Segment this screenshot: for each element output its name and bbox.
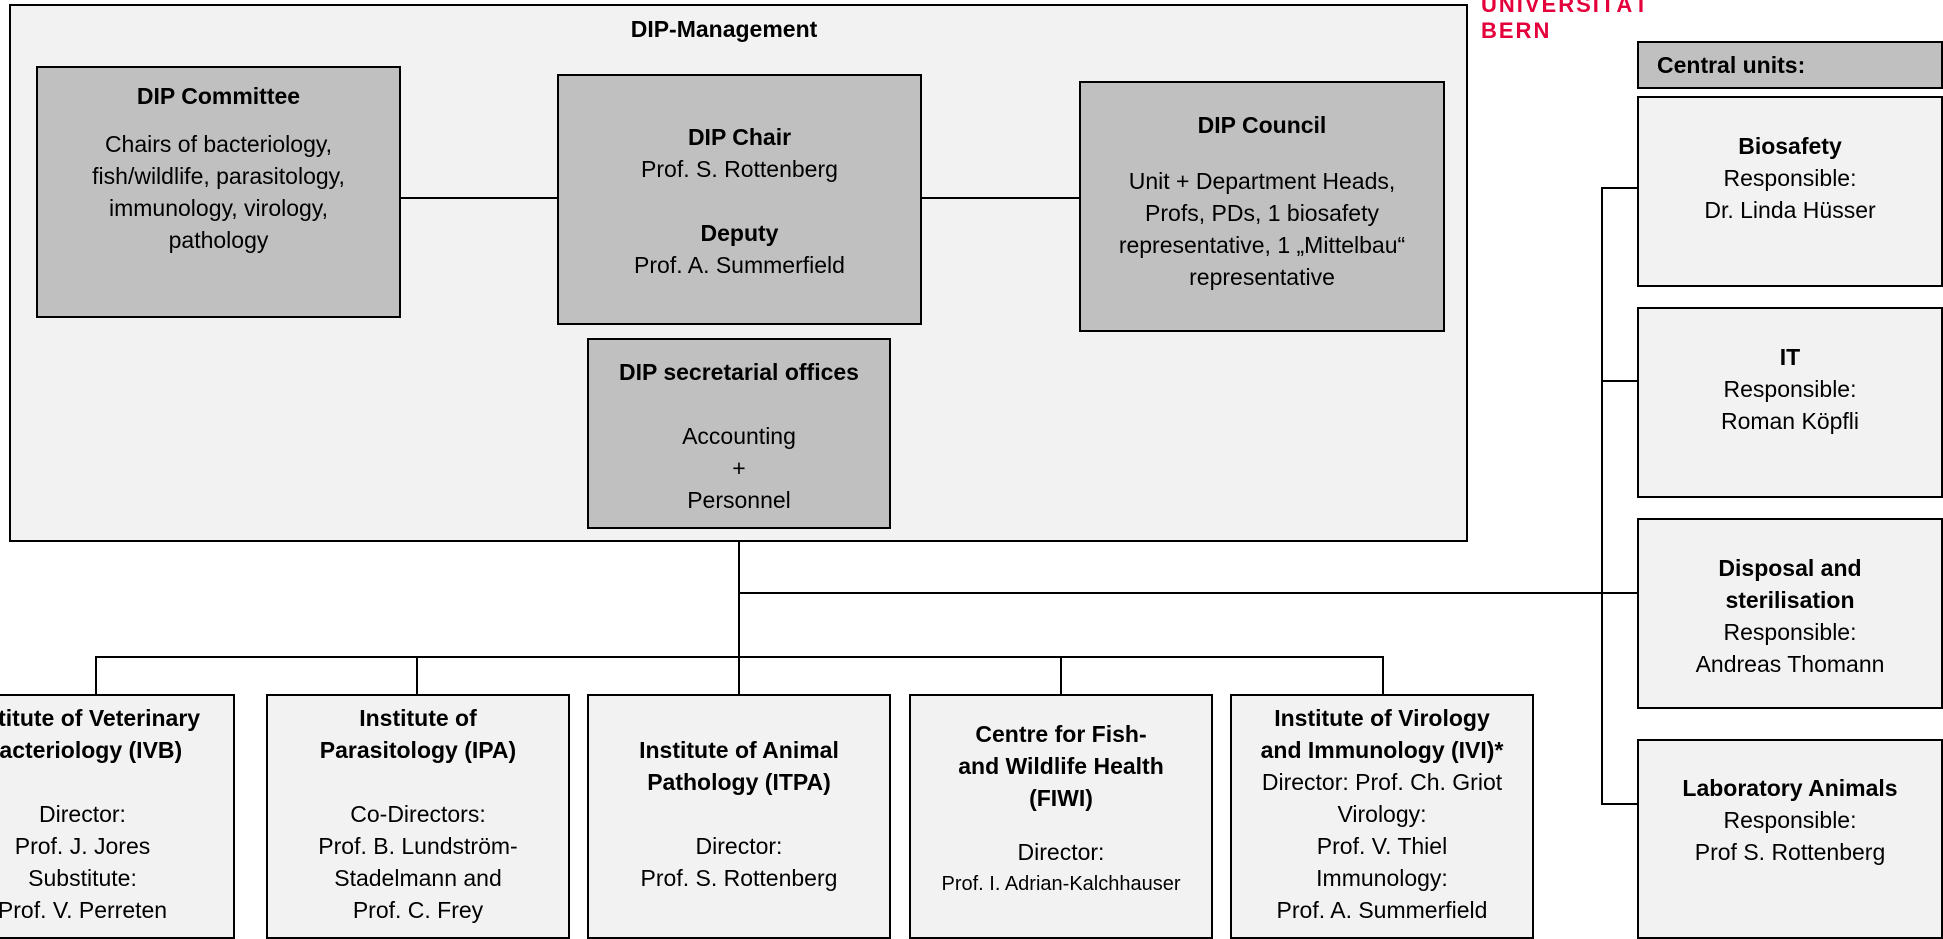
ipa-title-line-2: Parasitology (IPA): [319, 737, 517, 763]
ivb-line-2: Prof. J. Jores: [14, 833, 151, 859]
biosafety-person: Dr. Linda Hüsser: [1704, 197, 1876, 223]
connector-institute-ivi: [1382, 656, 1384, 695]
biosafety-label: Responsible:: [1723, 165, 1857, 191]
connector-institute-itpa: [738, 656, 740, 695]
ivi-line-1: Director: Prof. Ch. Griot: [1261, 769, 1503, 795]
ivb-line-3: Substitute:: [28, 865, 137, 891]
ivi-title-line-1: Institute of Virology: [1274, 705, 1490, 731]
central-unit-laboratory-animals: Laboratory Animals Responsible: Prof S. …: [1637, 739, 1943, 939]
ivb-title-line-1: Institute of Veterinary: [0, 705, 201, 731]
disposal-label: Responsible:: [1723, 619, 1857, 645]
connector-chair-council: [920, 197, 1080, 199]
connector-central-vertical: [1601, 187, 1603, 804]
connector-central-laboratory-animals: [1601, 803, 1638, 805]
connector-institute-ivb: [95, 656, 97, 695]
secretariat-line-3: Personnel: [687, 487, 791, 513]
itpa-line-2: Prof. S. Rottenberg: [640, 865, 838, 891]
secretariat-line-2: +: [732, 455, 746, 481]
connector-trunk: [738, 541, 740, 694]
deputy-name: Prof. A. Summerfield: [634, 252, 845, 278]
it-person: Roman Köpfli: [1720, 408, 1860, 434]
ivi-line-5: Prof. A. Summerfield: [1276, 897, 1488, 923]
ipa-line-4: Prof. C. Frey: [352, 897, 484, 923]
ivb-line-4: Prof. V. Perreten: [0, 897, 168, 923]
connector-committee-chair: [400, 197, 558, 199]
university-logo: UNIVERSITÄT BERN: [1481, 0, 1650, 44]
fiwi-title-line-1: Centre for Fish-: [975, 721, 1147, 747]
ipa-title-line-1: Institute of: [359, 705, 477, 731]
secretariat-box: DIP secretarial offices Accounting + Per…: [587, 338, 891, 529]
committee-title: DIP Committee: [136, 83, 301, 109]
deputy-title: Deputy: [700, 220, 779, 246]
ivi-line-4: Immunology:: [1316, 865, 1448, 891]
secretariat-line-1: Accounting: [682, 423, 796, 449]
fiwi-title-line-2: and Wildlife Health: [958, 753, 1164, 779]
logo-line-2: BERN: [1481, 18, 1552, 43]
ivb-line-1: Director:: [39, 801, 126, 827]
institute-fiwi: Centre for Fish- and Wildlife Health (FI…: [909, 694, 1213, 939]
institute-itpa: Institute of Animal Pathology (ITPA) Dir…: [587, 694, 891, 939]
central-unit-disposal: Disposal and sterilisation Responsible: …: [1637, 518, 1943, 709]
chair-title: DIP Chair: [687, 124, 792, 150]
ivb-title-line-2: Bacteriology (IVB): [0, 737, 183, 763]
ivi-title-line-2: and Immunology (IVI)*: [1260, 737, 1504, 763]
ipa-line-2: Prof. B. Lundström-: [318, 833, 518, 859]
chair-name: Prof. S. Rottenberg: [641, 156, 838, 182]
council-box: DIP Council Unit + Department Heads, Pro…: [1079, 81, 1445, 332]
disposal-person: Andreas Thomann: [1695, 651, 1885, 677]
connector-institute-ipa: [416, 656, 418, 695]
council-text: Unit + Department Heads, Profs, PDs, 1 b…: [1118, 168, 1406, 290]
lab-animals-label: Responsible:: [1723, 807, 1857, 833]
management-title: DIP-Management: [630, 16, 818, 42]
itpa-title-line-2: Pathology (ITPA): [647, 769, 831, 795]
disposal-title-line-1: Disposal and: [1718, 555, 1862, 581]
fiwi-line-1: Director:: [1017, 839, 1105, 865]
central-units-header: Central units:: [1637, 41, 1943, 89]
biosafety-title: Biosafety: [1738, 133, 1842, 159]
logo-line-1: UNIVERSITÄT: [1481, 0, 1650, 17]
itpa-title-line-1: Institute of Animal: [639, 737, 839, 763]
ivi-line-2: Virology:: [1337, 801, 1427, 827]
lab-animals-person: Prof S. Rottenberg: [1694, 839, 1886, 865]
committee-box: DIP Committee Chairs of bacteriology, fi…: [36, 66, 401, 318]
ivi-line-3: Prof. V. Thiel: [1316, 833, 1448, 859]
connector-institute-fiwi: [1060, 656, 1062, 695]
institute-ivb: Institute of Veterinary Bacteriology (IV…: [0, 694, 235, 939]
it-title: IT: [1779, 344, 1801, 370]
connector-to-central-units: [738, 592, 1638, 594]
chair-box: DIP Chair Prof. S. Rottenberg Deputy Pro…: [557, 74, 922, 325]
ipa-line-3: Stadelmann and: [334, 865, 502, 891]
ipa-line-1: Co-Directors:: [350, 801, 486, 827]
itpa-line-1: Director:: [695, 833, 783, 859]
central-unit-biosafety: Biosafety Responsible: Dr. Linda Hüsser: [1637, 96, 1943, 287]
it-label: Responsible:: [1723, 376, 1857, 402]
secretariat-title: DIP secretarial offices: [619, 359, 859, 385]
connector-central-it: [1601, 380, 1638, 382]
lab-animals-title: Laboratory Animals: [1682, 775, 1898, 801]
committee-text: Chairs of bacteriology, fish/wildlife, p…: [92, 131, 345, 253]
fiwi-line-2: Prof. I. Adrian-Kalchhauser: [941, 873, 1181, 895]
fiwi-title-line-3: (FIWI): [1029, 785, 1093, 811]
institute-ipa: Institute of Parasitology (IPA) Co-Direc…: [266, 694, 570, 939]
disposal-title-line-2: sterilisation: [1725, 587, 1855, 613]
council-title: DIP Council: [1197, 112, 1327, 138]
central-unit-it: IT Responsible: Roman Köpfli: [1637, 307, 1943, 498]
institute-ivi: Institute of Virology and Immunology (IV…: [1230, 694, 1534, 939]
connector-central-biosafety: [1601, 187, 1638, 189]
